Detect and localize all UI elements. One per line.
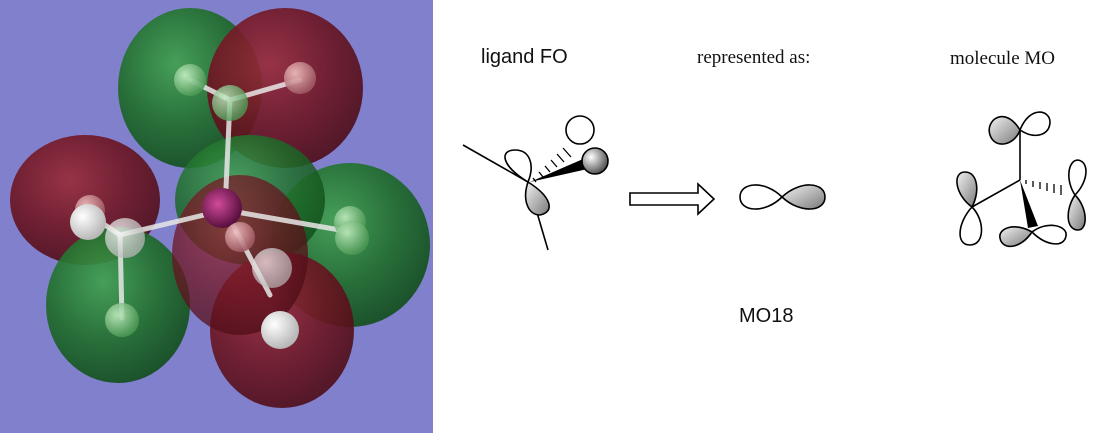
atom [252, 248, 292, 288]
central-atom [202, 188, 242, 228]
open-sphere [565, 115, 595, 145]
atom [225, 222, 255, 252]
mo-name-label: MO18 [739, 305, 794, 327]
transform-arrow [629, 182, 716, 216]
p-orbital-lower-lobe [524, 180, 550, 216]
represented-as-label: represented as: [697, 47, 811, 68]
atom [212, 85, 248, 121]
red-lobe [207, 8, 363, 168]
atom [261, 311, 299, 349]
orbital-render-panel [0, 0, 433, 433]
atom [105, 303, 139, 337]
atom [284, 62, 316, 94]
ligand-fo-label: ligand FO [481, 46, 568, 68]
ligand-fragment-drawing [462, 115, 609, 251]
atom [174, 64, 206, 96]
molecule-mo-drawing [956, 111, 1087, 248]
molecule-mo-label: molecule MO [950, 48, 1056, 69]
represented-orbital-drawing [739, 184, 826, 210]
orbital-render-image [0, 0, 433, 433]
p-orbital-upper-lobe [504, 149, 532, 184]
shaded-sphere [581, 147, 609, 175]
atom [335, 221, 369, 255]
atom [105, 218, 145, 258]
atom [70, 204, 106, 240]
